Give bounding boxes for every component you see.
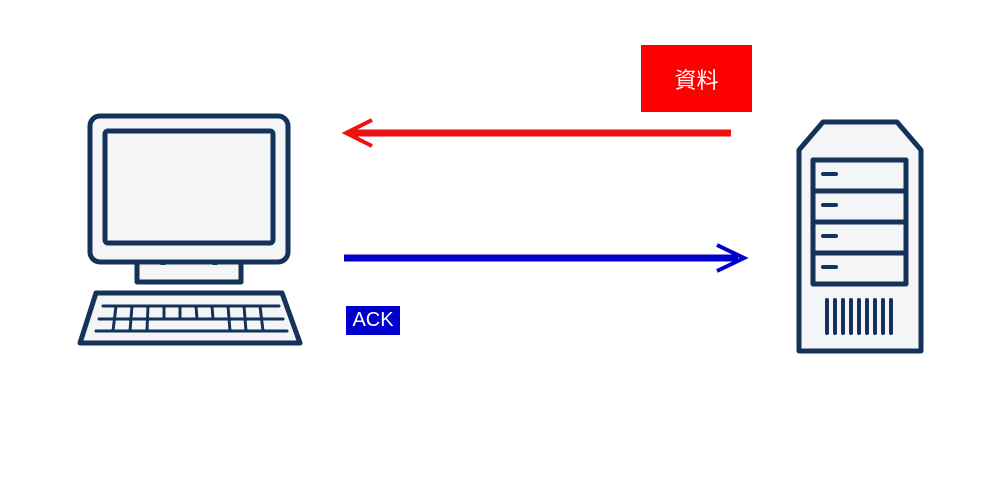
- ack-arrow: [344, 243, 749, 273]
- server-tower-icon: [796, 119, 924, 354]
- desktop-computer-icon: [77, 113, 303, 346]
- data-packet-label: 資料: [641, 45, 752, 112]
- data-arrow: [341, 118, 731, 148]
- ack-label: ACK: [346, 306, 400, 335]
